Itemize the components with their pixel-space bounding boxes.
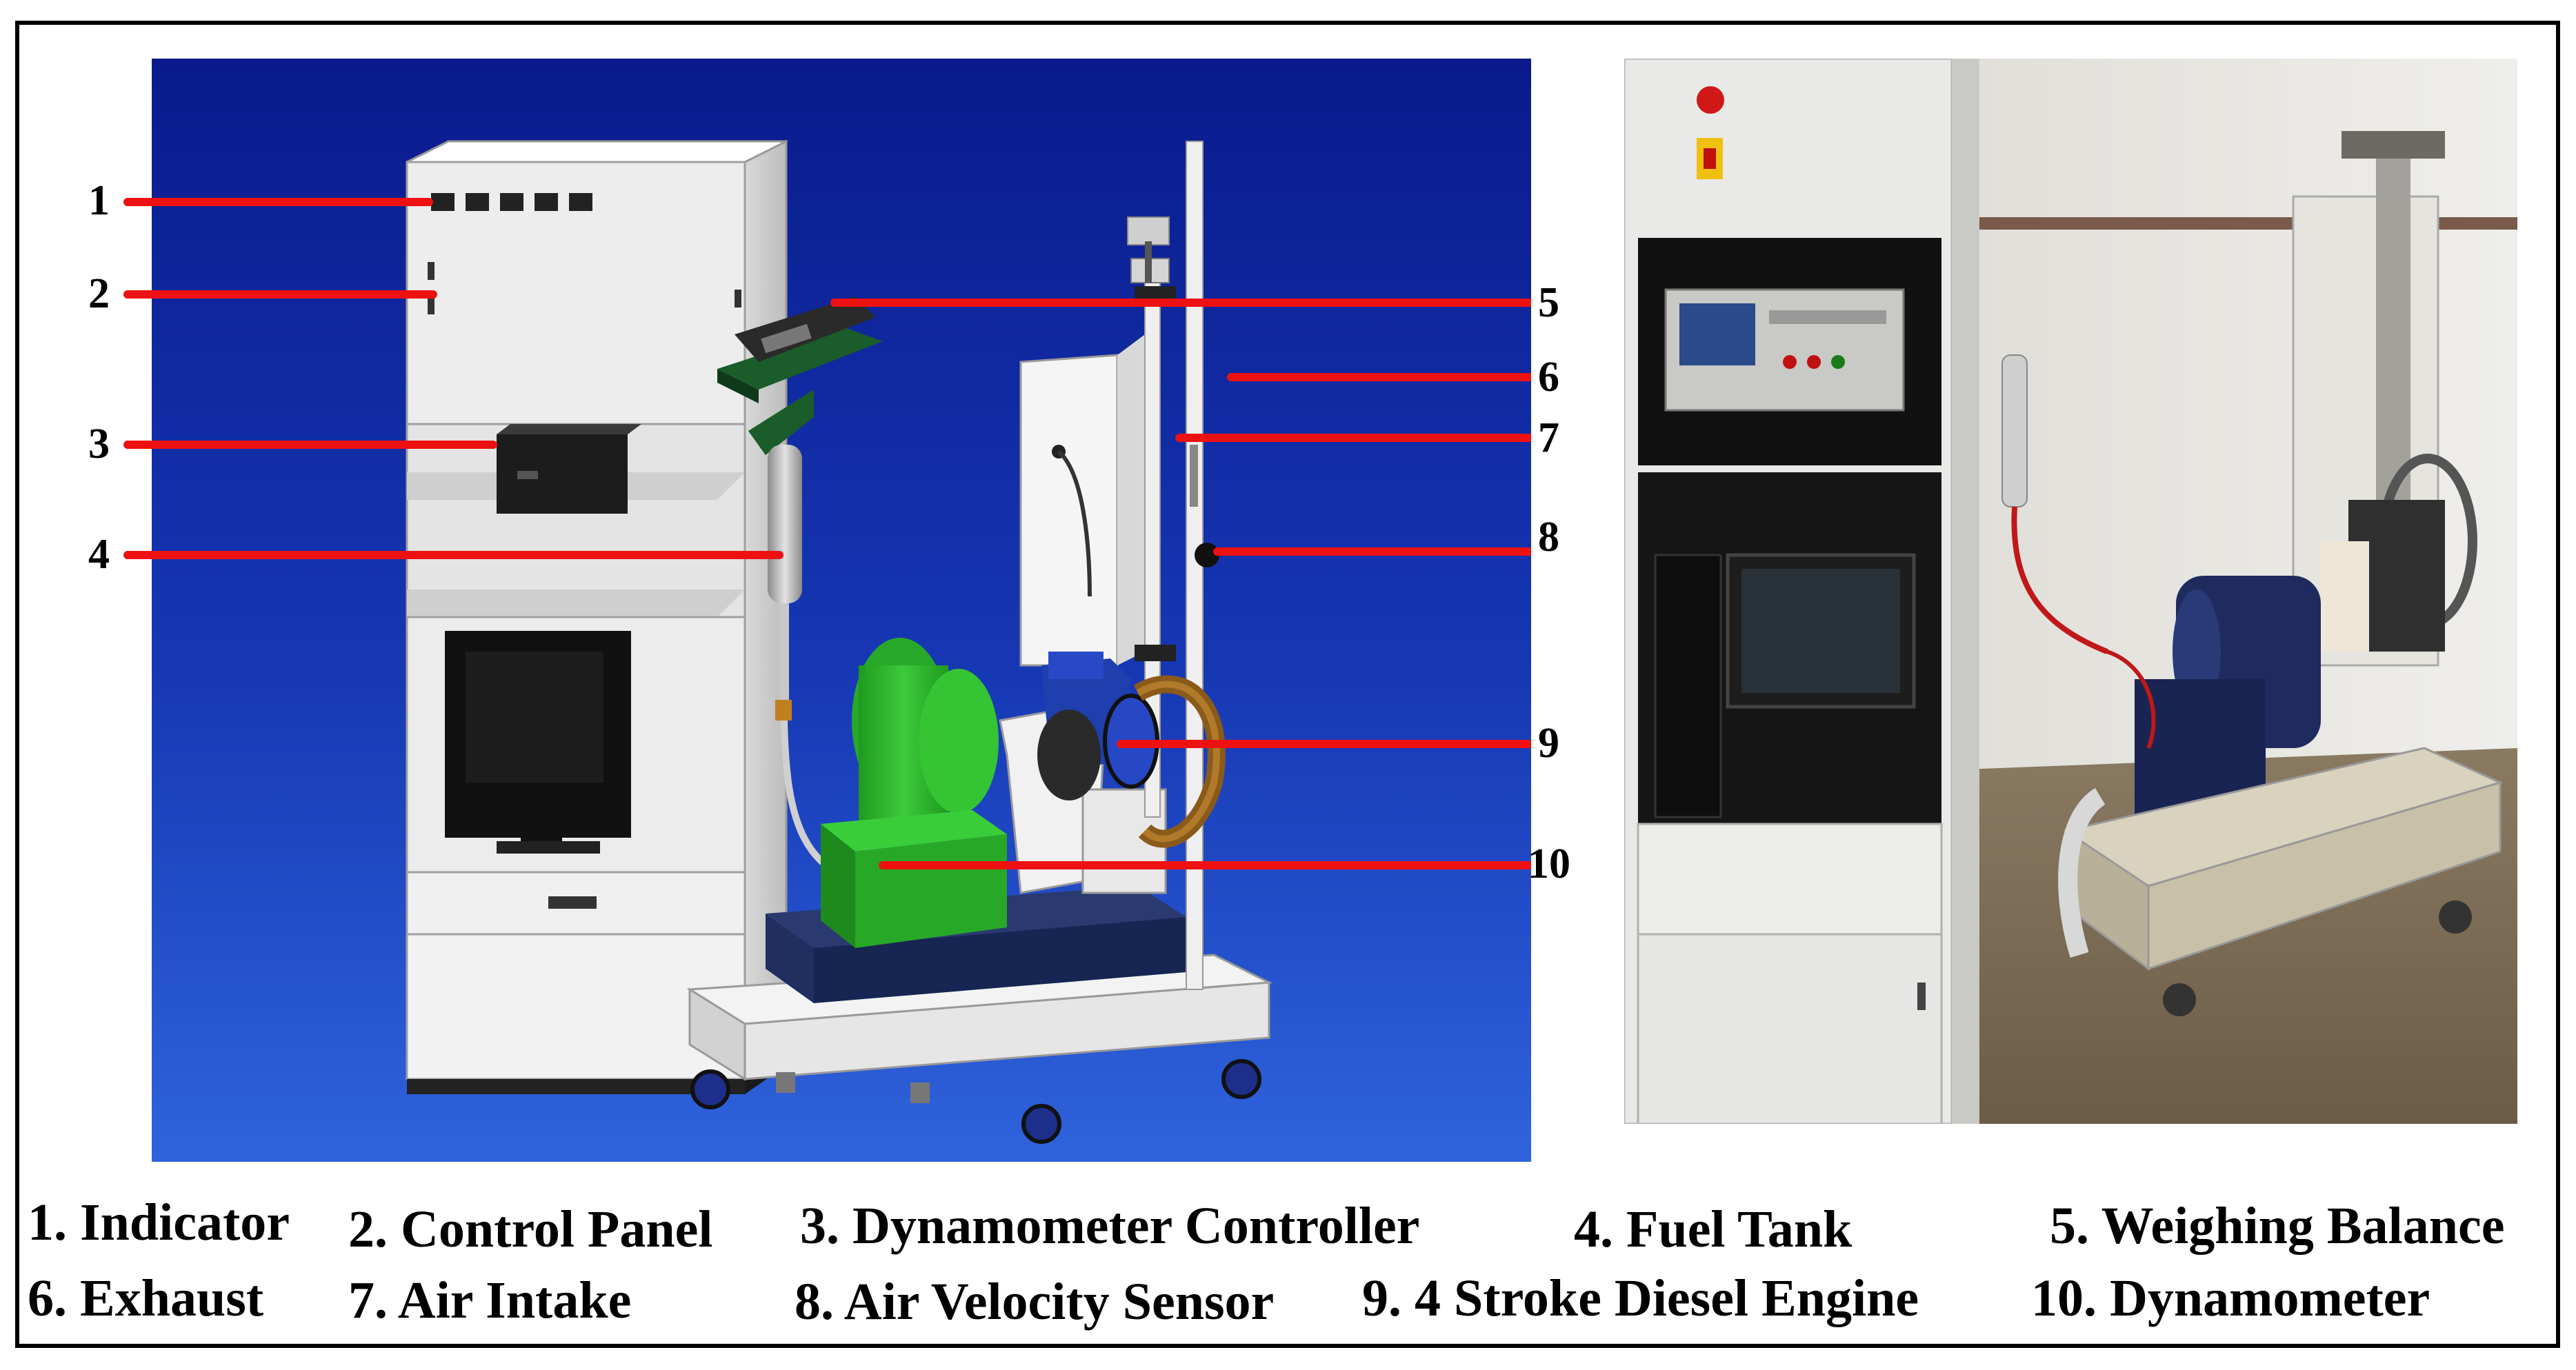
callout-7: 7	[1538, 414, 1559, 461]
photo-cabinet	[1624, 59, 1979, 1124]
legend-item-dynamometer-controller: 3. Dynamometer Controller	[800, 1197, 1420, 1255]
legend-item-fuel-tank: 4. Fuel Tank	[1574, 1200, 1853, 1258]
legend-item-indicator: 1. Indicator	[28, 1193, 290, 1251]
callout-10: 10	[1528, 840, 1570, 887]
callout-1: 1	[88, 177, 110, 224]
weighing-balance	[717, 296, 883, 455]
callout-3: 3	[88, 421, 110, 467]
photo-panel	[1624, 59, 2517, 1124]
legend-item-control-panel: 2. Control Panel	[348, 1200, 713, 1258]
legend-item-exhaust: 6. Exhaust	[28, 1269, 264, 1327]
callout-6: 6	[1538, 354, 1559, 401]
callout-4: 4	[88, 531, 110, 578]
render-illustration	[152, 59, 1531, 1162]
callout-lines	[152, 198, 1531, 869]
callout-2: 2	[88, 270, 110, 317]
photo-engine-rig	[2058, 131, 2504, 1016]
legend-item-weighing-balance: 5. Weighing Balance	[2050, 1197, 2505, 1255]
callout-5: 5	[1538, 279, 1559, 326]
legend-item-dynamometer: 10. Dynamometer	[2031, 1269, 2430, 1327]
legend-item-diesel-engine: 9. 4 Stroke Diesel Engine	[1362, 1269, 1919, 1327]
render-panel	[152, 59, 1531, 1162]
control-cabinet	[406, 139, 788, 1094]
callout-8: 8	[1538, 514, 1559, 561]
photo-illustration	[1624, 59, 2517, 1124]
callout-9: 9	[1538, 720, 1559, 767]
legend-item-air-velocity-sensor: 8. Air Velocity Sensor	[795, 1273, 1275, 1331]
legend-item-air-intake: 7. Air Intake	[348, 1271, 632, 1329]
